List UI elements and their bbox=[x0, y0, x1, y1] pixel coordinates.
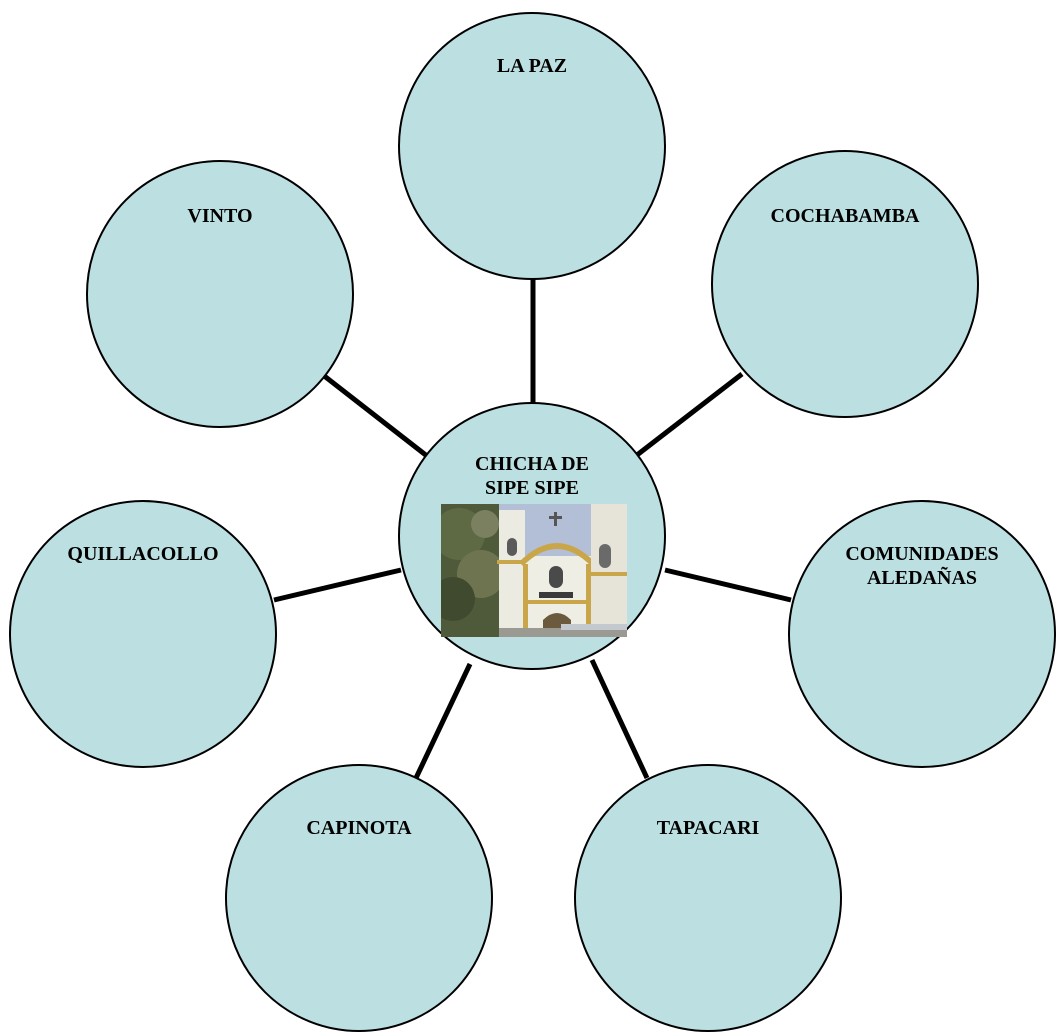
node-label: TAPACARI bbox=[656, 817, 760, 839]
connector-tapacari bbox=[589, 658, 650, 780]
node-label: CAPINOTA bbox=[306, 817, 412, 839]
node-comunidades-aledanas[interactable]: COMUNIDADES ALEDAÑAS bbox=[788, 500, 1056, 768]
node-label: LA PAZ bbox=[496, 55, 568, 77]
node-label: VINTO bbox=[187, 205, 253, 227]
center-label: CHICHA DE SIPE SIPE bbox=[475, 453, 589, 499]
church-facade-photo bbox=[441, 504, 627, 637]
connector-quillacollo bbox=[273, 567, 402, 603]
node-quillacollo[interactable]: QUILLACOLLO bbox=[9, 500, 277, 768]
node-la-paz[interactable]: LA PAZ bbox=[398, 12, 666, 280]
node-vinto[interactable]: VINTO bbox=[86, 160, 354, 428]
node-label: COMUNIDADES ALEDAÑAS bbox=[845, 543, 999, 589]
node-label: QUILLACOLLO bbox=[67, 543, 219, 565]
church-photo bbox=[441, 504, 627, 637]
connector-capinota bbox=[413, 662, 473, 780]
node-cochabamba[interactable]: COCHABAMBA bbox=[711, 150, 979, 418]
connector-cochabamba bbox=[635, 372, 744, 457]
node-center[interactable]: CHICHA DE SIPE SIPE bbox=[398, 402, 666, 670]
node-tapacari[interactable]: TAPACARI bbox=[574, 764, 842, 1032]
node-capinota[interactable]: CAPINOTA bbox=[225, 764, 493, 1032]
connector-comunidades-aledanas bbox=[664, 567, 792, 603]
connector-vinto bbox=[321, 373, 429, 458]
node-label: COCHABAMBA bbox=[770, 205, 920, 227]
